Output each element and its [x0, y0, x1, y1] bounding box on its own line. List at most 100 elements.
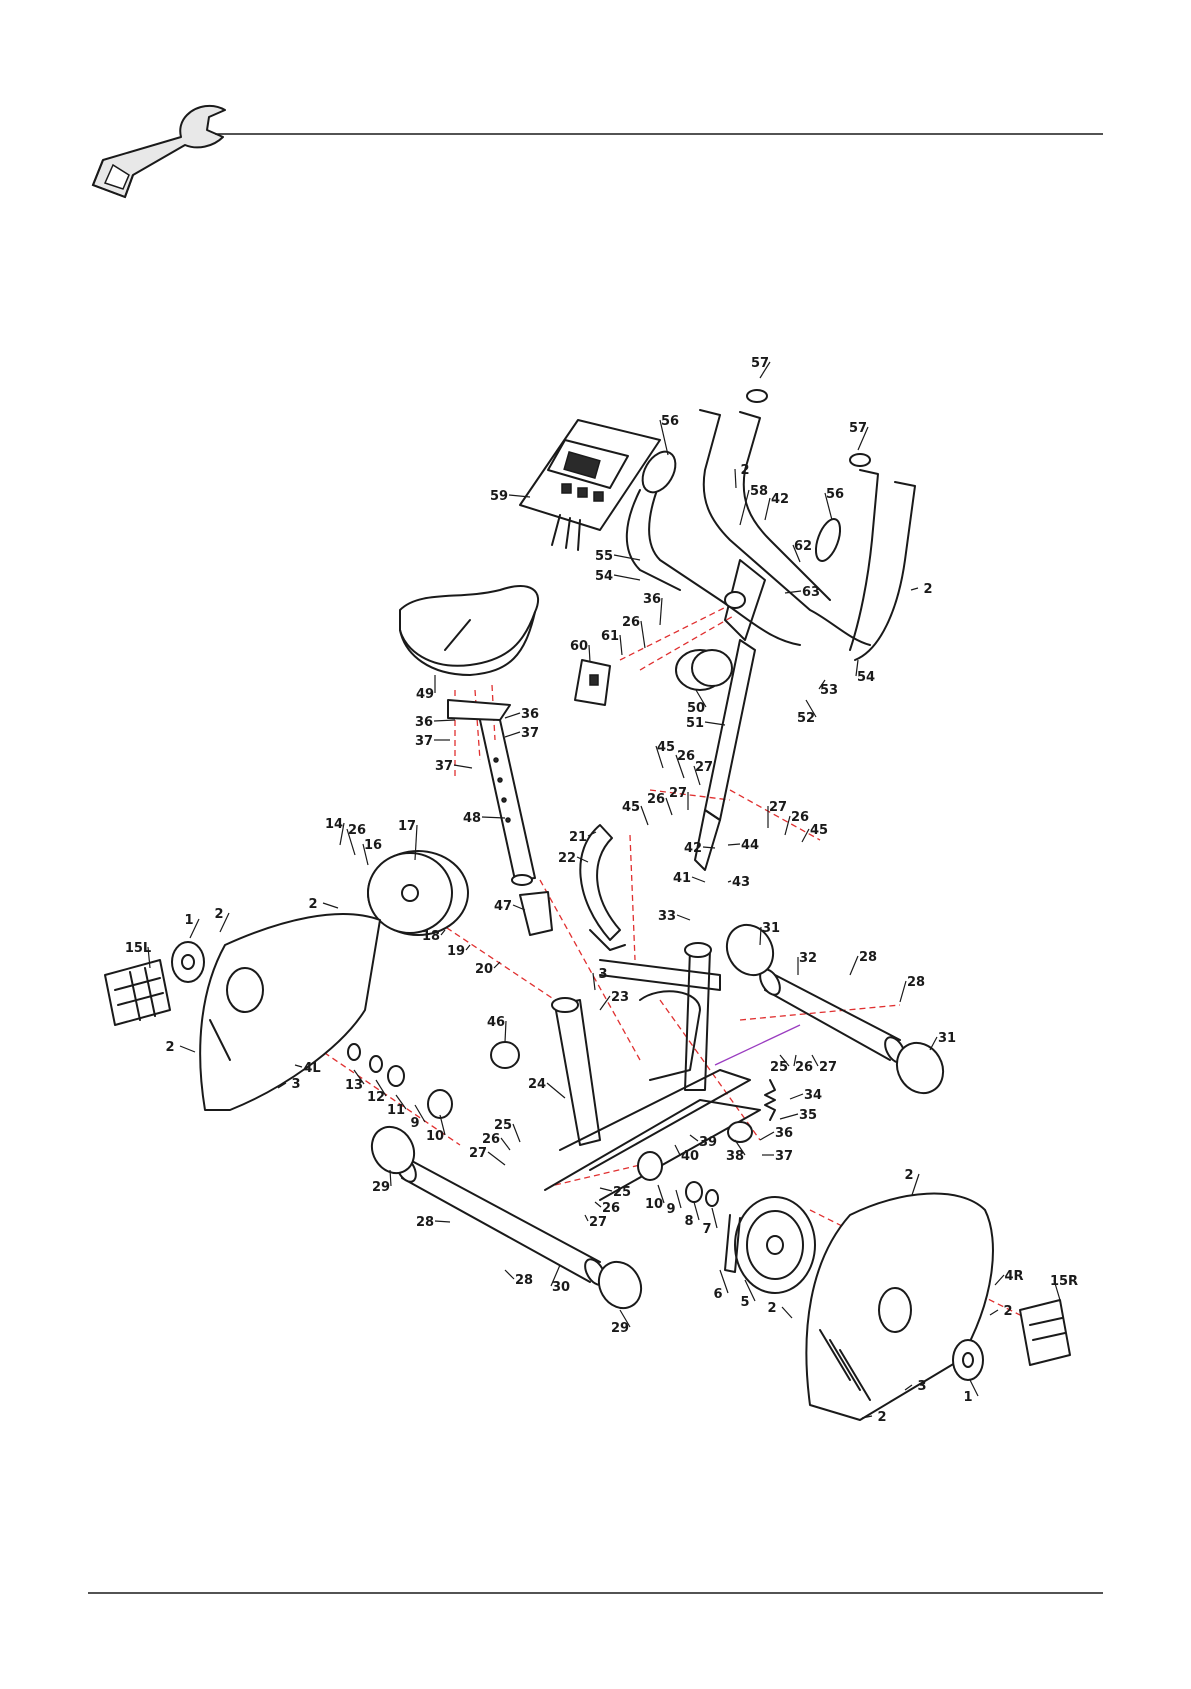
part-label-p36d: 36 [775, 1126, 793, 1141]
part-label-p50: 50 [687, 701, 705, 716]
part-label-p37b: 37 [521, 726, 539, 741]
part-label-p2g: 2 [767, 1301, 776, 1316]
leader-p11 [395, 1094, 407, 1110]
part-label-p19: 19 [447, 944, 465, 959]
leader-p6 [719, 1269, 729, 1294]
leader-p18 [440, 929, 446, 936]
part-label-p45b: 45 [622, 800, 640, 815]
part-label-p56b: 56 [826, 487, 844, 502]
front-stabilizer-32 [725, 923, 945, 1095]
leader-p27f [584, 1214, 589, 1222]
leader-p25a [779, 1054, 790, 1067]
leader-p52 [805, 699, 817, 718]
part-label-p42b: 42 [684, 841, 702, 856]
part-label-p10a: 10 [426, 1129, 444, 1144]
leader-p26b [675, 754, 685, 779]
leader-p37c [453, 764, 473, 769]
part-label-p2b: 2 [923, 582, 932, 597]
part-label-p28a: 28 [859, 950, 877, 965]
leader-p43 [727, 880, 732, 883]
leader-p26h [594, 1201, 602, 1208]
leader-p30 [550, 1264, 561, 1287]
part-label-p17: 17 [398, 819, 416, 834]
part-label-p25a: 25 [770, 1060, 788, 1075]
part-label-p1b: 1 [963, 1390, 972, 1405]
leader-p36c [504, 712, 521, 719]
leader-p54b [855, 659, 859, 677]
part-label-p51: 51 [686, 716, 704, 731]
wrench-icon [91, 104, 226, 199]
part-label-p57b: 57 [849, 421, 867, 436]
leader-p35 [779, 1113, 799, 1120]
part-label-p15r: 15R [1050, 1274, 1078, 1289]
part-label-p61: 61 [601, 629, 619, 644]
part-label-p5: 5 [740, 1295, 749, 1310]
part-label-p18: 18 [422, 929, 440, 944]
leader-p2d [219, 912, 230, 933]
leader-p60 [588, 644, 591, 663]
leader-p26f [793, 1054, 797, 1067]
part-label-p49: 49 [416, 687, 434, 702]
leader-p56b [824, 492, 833, 521]
part-label-p7: 7 [702, 1222, 711, 1237]
part-label-p27d: 27 [819, 1060, 837, 1075]
part-label-p11: 11 [387, 1103, 405, 1118]
tension-knob-50 [675, 649, 733, 691]
part-label-p26g: 26 [482, 1132, 500, 1147]
handlebar-54-55 [625, 389, 916, 661]
leader-p31a [759, 926, 762, 946]
leader-p28d [504, 1269, 515, 1280]
leader-p8 [693, 1201, 700, 1221]
leader-p45b [640, 805, 649, 826]
leader-p42a [764, 497, 771, 521]
leader-p2a [734, 468, 737, 489]
part-label-p26e: 26 [348, 823, 366, 838]
part-label-p34: 34 [804, 1088, 822, 1103]
leader-p48 [481, 816, 506, 819]
leader-p16 [362, 843, 369, 866]
leader-p39 [689, 1134, 699, 1142]
leader-p54a [613, 574, 641, 581]
leader-p51 [704, 721, 726, 726]
leader-p25b [512, 1123, 521, 1143]
part-label-p22: 22 [558, 851, 576, 866]
part-label-p26c: 26 [647, 792, 665, 807]
crank-arm-6 [724, 1214, 741, 1273]
leader-p63 [784, 590, 802, 594]
part-label-p37a: 37 [415, 734, 433, 749]
leader-p26g [500, 1137, 511, 1151]
right-pedal-15R [1019, 1299, 1071, 1366]
left-pedal-15L [104, 959, 171, 1026]
part-label-p6: 6 [713, 1287, 722, 1302]
part-label-p28c: 28 [416, 1215, 434, 1230]
leader-p34 [789, 1093, 804, 1100]
part-label-p31b: 31 [938, 1031, 956, 1046]
part-label-p3c: 3 [917, 1379, 926, 1394]
part-label-p27f: 27 [589, 1215, 607, 1230]
leader-p22 [576, 856, 589, 863]
part-label-p29a: 29 [372, 1180, 390, 1195]
part-label-p41: 41 [673, 871, 691, 886]
part-label-p32: 32 [799, 951, 817, 966]
leader-p28b [899, 980, 907, 1003]
adjust-knob-46 [490, 1041, 520, 1069]
part-label-p44: 44 [741, 838, 759, 853]
leader-p59 [508, 494, 531, 498]
crank-wheel-5 [734, 1196, 816, 1294]
part-label-p1a: 1 [184, 913, 193, 928]
part-label-p26f: 26 [795, 1060, 813, 1075]
part-label-p40: 40 [681, 1149, 699, 1164]
part-label-p46: 46 [487, 1015, 505, 1030]
leader-p1a [189, 918, 200, 939]
leader-p29b [619, 1309, 631, 1328]
leader-p3a [592, 972, 596, 991]
leader-p26e [346, 828, 356, 856]
part-label-p4l: 4L [303, 1061, 320, 1076]
leader-p2b [910, 587, 919, 591]
leader-p10b [657, 1184, 665, 1204]
part-label-p38: 38 [726, 1149, 744, 1164]
leader-p2g [781, 1306, 793, 1319]
leader-p57a [759, 361, 771, 379]
leader-p28c [434, 1220, 451, 1223]
